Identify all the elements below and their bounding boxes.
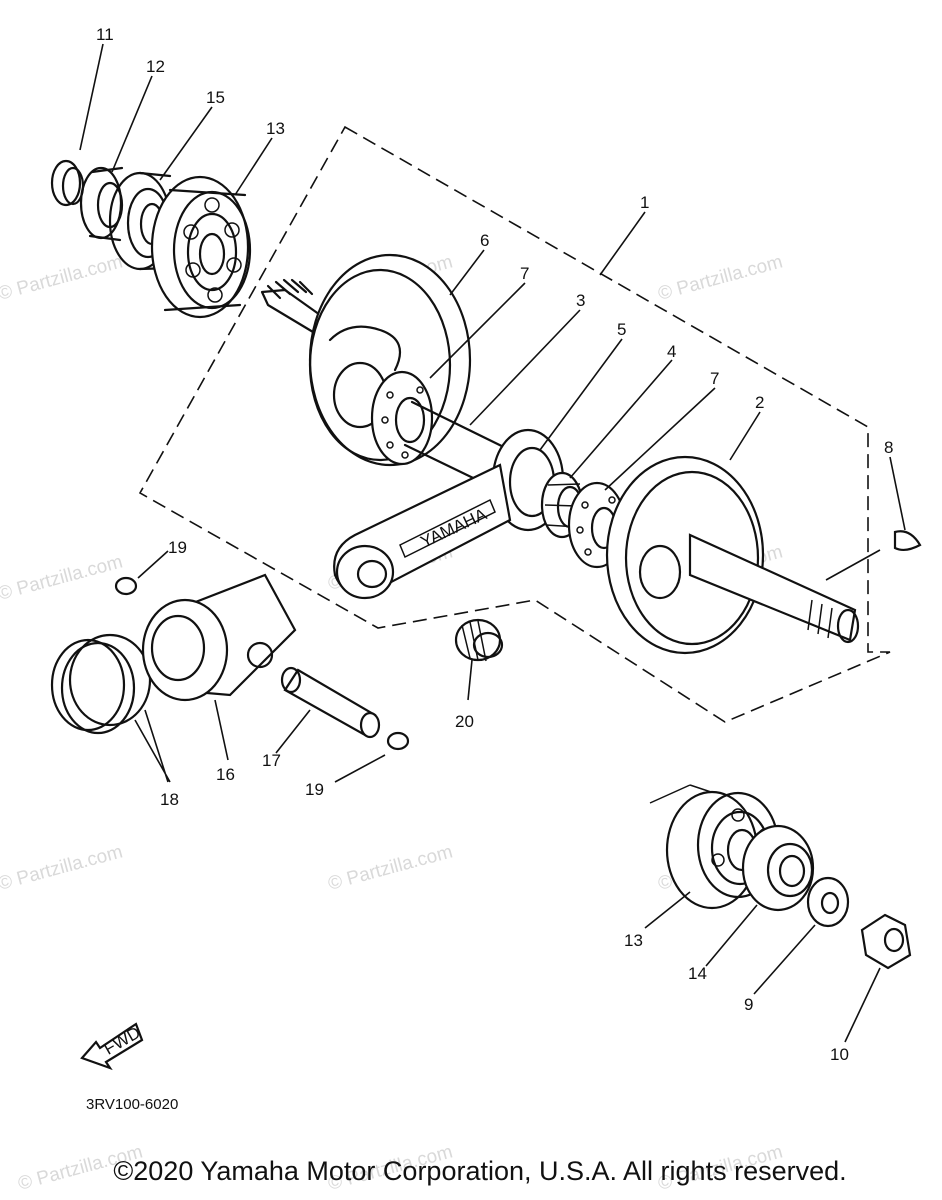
watermark-text: © Partzilla.com <box>0 251 125 304</box>
fwd-arrow-icon: FWD <box>80 1022 144 1071</box>
part-19-clip-upper <box>114 576 138 596</box>
callout-17: 17 <box>262 751 281 770</box>
part-11-circlip <box>50 159 85 207</box>
part-7-washer-upper <box>370 370 434 466</box>
callout-4: 4 <box>667 342 676 361</box>
callout-10: 10 <box>830 1045 849 1064</box>
part-12-spacer <box>79 166 124 242</box>
callout-1: 1 <box>640 193 649 212</box>
watermark-text: © Partzilla.com <box>656 251 785 304</box>
part-18-piston-rings <box>50 633 152 735</box>
callout-15: 15 <box>206 88 225 107</box>
part-13-bearing-upper <box>150 175 252 319</box>
callout-14: 14 <box>688 964 707 983</box>
callout-18: 18 <box>160 790 179 809</box>
part-9-washer <box>806 876 850 928</box>
callout-2: 2 <box>755 393 764 412</box>
callout-12: 12 <box>146 57 165 76</box>
callout-7-lower: 7 <box>710 369 719 388</box>
part-16-piston <box>141 573 297 702</box>
copyright-text: ©2020 Yamaha Motor Corporation, U.S.A. A… <box>113 1156 847 1186</box>
callout-13-lower: 13 <box>624 931 643 950</box>
callout-19-lower: 19 <box>305 780 324 799</box>
leader-lines <box>79 43 906 1043</box>
part-code: 3RV100-6020 <box>86 1096 179 1113</box>
watermark-text: © Partzilla.com <box>0 841 125 894</box>
callout-20: 20 <box>455 712 474 731</box>
callout-6: 6 <box>480 231 489 250</box>
callout-numbers: 11 12 15 13 1 6 7 3 5 4 7 2 8 19 20 16 1… <box>96 25 893 1064</box>
callout-9: 9 <box>744 995 753 1014</box>
callout-7-upper: 7 <box>520 264 529 283</box>
part-10-nut <box>860 913 912 970</box>
callout-13-upper: 13 <box>266 119 285 138</box>
watermark-text: © Partzilla.com <box>0 551 125 604</box>
callout-3: 3 <box>576 291 585 310</box>
part-14-oil-seal <box>741 824 815 912</box>
callout-16: 16 <box>216 765 235 784</box>
callout-5: 5 <box>617 320 626 339</box>
part-19-clip-lower <box>386 731 410 751</box>
part-6-left-crankshaft <box>260 253 472 467</box>
part-17-piston-pin <box>280 666 381 739</box>
part-2-right-crankshaft <box>605 455 860 655</box>
callout-8: 8 <box>884 438 893 457</box>
part-20-small-end-bearing <box>454 618 504 662</box>
part-8-key <box>893 530 922 552</box>
watermark-text: © Partzilla.com <box>326 841 455 894</box>
callout-11: 11 <box>96 25 114 44</box>
assembly-boundary <box>138 125 891 723</box>
callout-19-upper: 19 <box>168 538 187 557</box>
